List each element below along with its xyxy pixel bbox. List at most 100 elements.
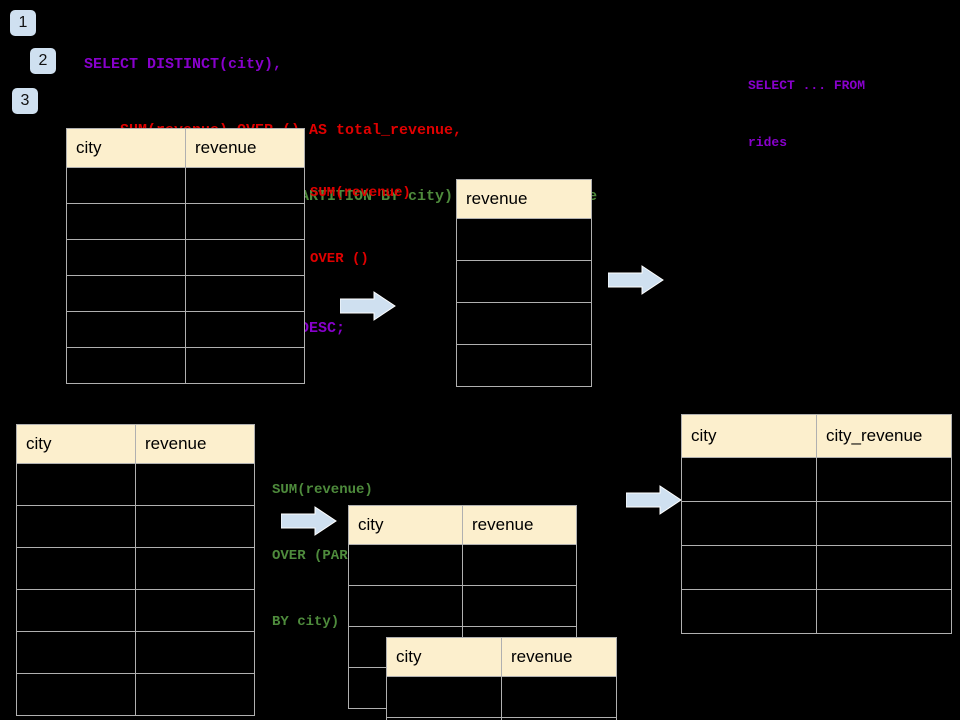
cell-revenue [135,589,255,632]
side-note-line-1: SELECT ... FROM [748,78,866,93]
column-header-city: city [386,637,502,677]
cell-city [681,457,817,502]
table-header-row: city revenue [16,424,255,464]
table-header-row: city revenue [386,637,617,677]
cell-revenue [462,585,577,627]
column-header-city-revenue: city_revenue [816,414,952,458]
cell-city [681,545,817,590]
step-badge-2: 2 [30,48,56,74]
table-row [66,275,305,312]
table-row [681,545,952,590]
table-row [66,239,305,276]
table-rides-source-bottom: city revenue [16,424,255,716]
callout-line-2: OVER () [310,251,369,267]
cell-revenue [135,505,255,548]
table-row [66,203,305,240]
table-row [386,717,617,720]
cell-city [681,589,817,634]
cell-city [66,167,186,204]
cell-city [16,463,136,506]
table-row [66,347,305,384]
cell-revenue [185,347,305,384]
table-row [66,311,305,348]
cell-city [66,311,186,348]
column-header-revenue: revenue [456,179,592,219]
table-header-row: city revenue [66,128,305,168]
cell-city [16,589,136,632]
table-row [16,673,255,716]
column-header-city: city [348,505,463,545]
cell-revenue [501,717,617,720]
cell-city-revenue [816,545,952,590]
cell-revenue [456,344,592,387]
column-header-revenue: revenue [185,128,305,168]
cell-city [348,585,463,627]
table-row [66,167,305,204]
table-header-row: city revenue [348,505,577,545]
table-row [348,544,577,586]
cell-revenue [185,275,305,312]
column-header-city: city [66,128,186,168]
cell-revenue [185,203,305,240]
arrow-source-to-total [339,291,396,321]
table-row [681,457,952,502]
table-header-row: revenue [456,179,592,219]
column-header-city: city [16,424,136,464]
table-row [16,547,255,590]
table-row [16,463,255,506]
cell-revenue [501,676,617,718]
arrow-partition-to-result [625,485,682,515]
table-row [16,505,255,548]
table-row [681,589,952,634]
sql-line-select: SELECT DISTINCT(city), [84,56,283,73]
table-header-row: city city_revenue [681,414,952,458]
cell-revenue [185,239,305,276]
cell-city [66,275,186,312]
cell-revenue [185,167,305,204]
callout-line-3: BY city) [272,614,340,630]
cell-revenue [135,673,255,716]
cell-city-revenue [816,589,952,634]
table-row [456,260,592,303]
table-row [681,501,952,546]
cell-revenue [135,463,255,506]
table-total-revenue: revenue [456,179,592,387]
cell-city [66,203,186,240]
cell-city [16,547,136,590]
arrow-source-to-partition [280,506,337,536]
column-header-revenue: revenue [501,637,617,677]
arrow-total-to-result [607,265,664,295]
table-row [16,631,255,674]
column-header-city: city [681,414,817,458]
table-row [456,218,592,261]
cell-revenue [456,260,592,303]
callout-line-1: SUM(revenue) [310,185,411,201]
cell-revenue [185,311,305,348]
table-row [386,676,617,718]
cell-city-revenue [816,501,952,546]
cell-revenue [456,302,592,345]
cell-revenue [135,631,255,674]
cell-city [66,239,186,276]
cell-city [16,631,136,674]
cell-revenue [456,218,592,261]
callout-sum-over-empty: SUM(revenue) OVER () [310,138,411,314]
step-badge-3: 3 [12,88,38,114]
cell-city [348,544,463,586]
cell-revenue [135,547,255,590]
side-note-line-2: rides [748,135,788,150]
table-city-revenue-result: city city_revenue [681,414,952,634]
step-badge-1: 1 [10,10,36,36]
table-row [456,302,592,345]
column-header-revenue: revenue [135,424,255,464]
column-header-revenue: revenue [462,505,577,545]
callout-line-1: SUM(revenue) [272,482,373,498]
cell-city [16,505,136,548]
cell-city [66,347,186,384]
table-rides-source-top: city revenue [66,128,305,384]
cell-city-revenue [816,457,952,502]
side-note-select-from-rides: SELECT ... FROM rides [748,38,865,190]
table-partition-group-b: city revenue [386,637,617,720]
table-row [16,589,255,632]
